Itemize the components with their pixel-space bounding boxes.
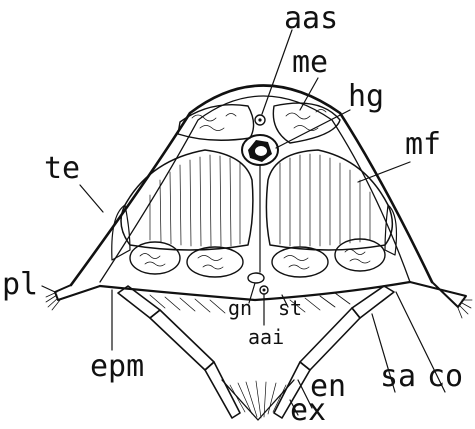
- flight-muscle-left: [121, 150, 253, 250]
- label-ex: ex: [290, 396, 326, 426]
- label-pl: pl: [2, 270, 38, 300]
- ventral-muscle-bundles: [130, 239, 385, 277]
- label-te: te: [44, 154, 80, 184]
- leg-left-tibia: [205, 362, 240, 418]
- dorsal-muscle-right: [273, 103, 340, 143]
- leg-left-femur: [150, 310, 214, 370]
- flight-muscle-right: [266, 150, 392, 250]
- leader-pl: [42, 286, 55, 292]
- label-mf: mf: [405, 130, 441, 160]
- leg-right-femur: [300, 308, 360, 370]
- pleuron-right: [410, 282, 466, 307]
- label-epm: epm: [90, 352, 144, 382]
- label-sa: sa: [380, 362, 416, 392]
- ganglion: [248, 273, 264, 283]
- label-gn: gn: [228, 298, 252, 318]
- ventral-artery-lumen: [263, 289, 266, 292]
- flight-muscle-fibers-left: [150, 155, 240, 246]
- label-aas: aas: [284, 4, 338, 34]
- lateral-muscle-left: [112, 205, 130, 260]
- pleuron-left: [55, 285, 100, 300]
- leader-hg: [276, 110, 350, 148]
- pleuron-left-fringe: [46, 292, 60, 310]
- dorsal-artery-lumen: [258, 118, 261, 121]
- label-co: co: [427, 362, 463, 392]
- label-st: st: [278, 298, 302, 318]
- leader-aas: [262, 30, 292, 114]
- flight-muscle-fibers-right: [280, 154, 370, 246]
- label-me: me: [292, 48, 328, 78]
- leader-mf: [358, 162, 410, 182]
- ventral-setae: [230, 381, 286, 418]
- label-hg: hg: [348, 82, 384, 112]
- heart-lumen: [255, 146, 267, 156]
- leader-te: [80, 185, 103, 212]
- label-aai: aai: [248, 327, 284, 347]
